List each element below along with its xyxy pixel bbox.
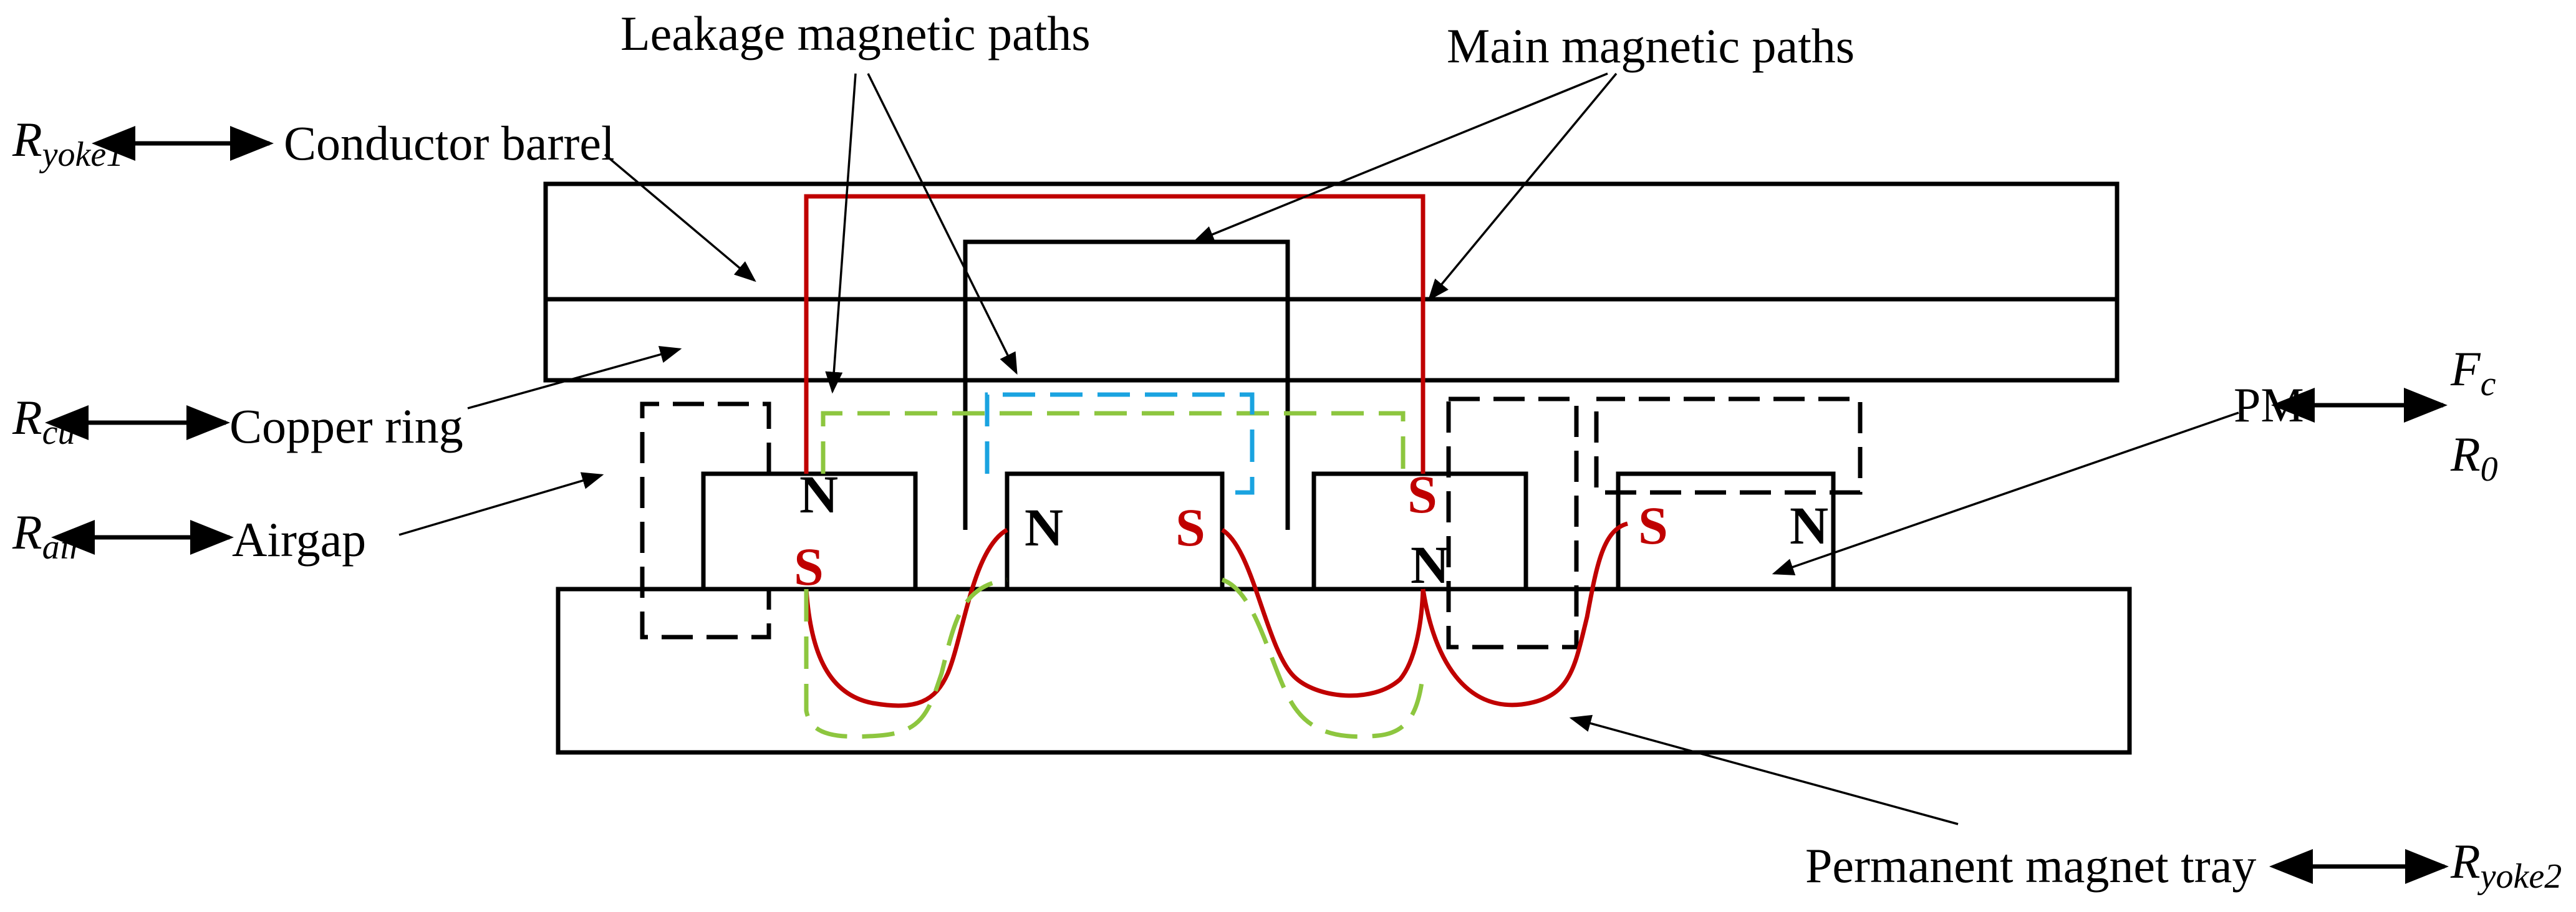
main-path-loop-3 [1421,521,1629,708]
rair-symbol: Rair [12,505,83,567]
permanent-magnet-tray [556,587,2132,755]
leakage-path-green [804,411,1425,739]
ryoke2-symbol: Ryoke2 [2450,834,2562,896]
pm-label: PM [2234,378,2304,432]
main-path-top [804,194,1425,474]
ryoke1-symbol: Ryoke1 [12,112,123,174]
magnet-2-right-pole: S [1175,497,1205,557]
conductor-barrel-label: Conductor barrel [284,116,615,170]
airgap-pointer [398,472,604,536]
magnet-2-left-pole: N [1025,497,1063,557]
copper-ring-label: Copper ring [229,399,463,453]
magnet-3-top-pole: S [1407,464,1437,524]
magnet-3 [1311,471,1528,592]
rcu-symbol: Rcu [12,390,75,452]
copper-ring-pointer [467,345,682,410]
magnet-1-bottom-pole: S [794,537,824,597]
magnet-1-top-pole: N [799,464,838,524]
leakage-pointer-1 [825,73,857,394]
magnet-4 [1616,471,1836,592]
pm-dashed-box-2 [1594,396,1863,495]
fc-symbol: Fc [2450,342,2496,403]
airgap-dashed-box [640,401,771,640]
magnet-1 [701,471,918,592]
leakage-pointer-2 [867,73,1018,375]
main-pointer-2 [1427,72,1618,301]
main-pointer-1 [1192,72,1608,243]
central-tooth [963,239,1290,530]
tray-pointer [1569,714,1959,825]
magnet-4-left-pole: S [1638,496,1668,555]
main-path-loop-1 [804,527,1008,708]
r0-symbol: R0 [2450,427,2498,489]
main-paths-label: Main magnetic paths [1447,19,1855,73]
leakage-path-blue [985,392,1255,495]
magnet-3-bottom-pole: N [1411,535,1449,595]
conductor-barrel-pointer [604,153,756,282]
airgap-label: Airgap [232,512,366,567]
conductor-barrel [543,181,2120,383]
pm-dashed-box-1 [1446,396,1579,650]
leakage-paths-label: Leakage magnetic paths [620,6,1091,60]
magnet-4-right-pole: N [1790,496,1828,555]
pm-tray-label: Permanent magnet tray [1805,838,2256,893]
main-path-loop-2 [1221,528,1425,698]
pm-pointer [1772,411,2239,575]
